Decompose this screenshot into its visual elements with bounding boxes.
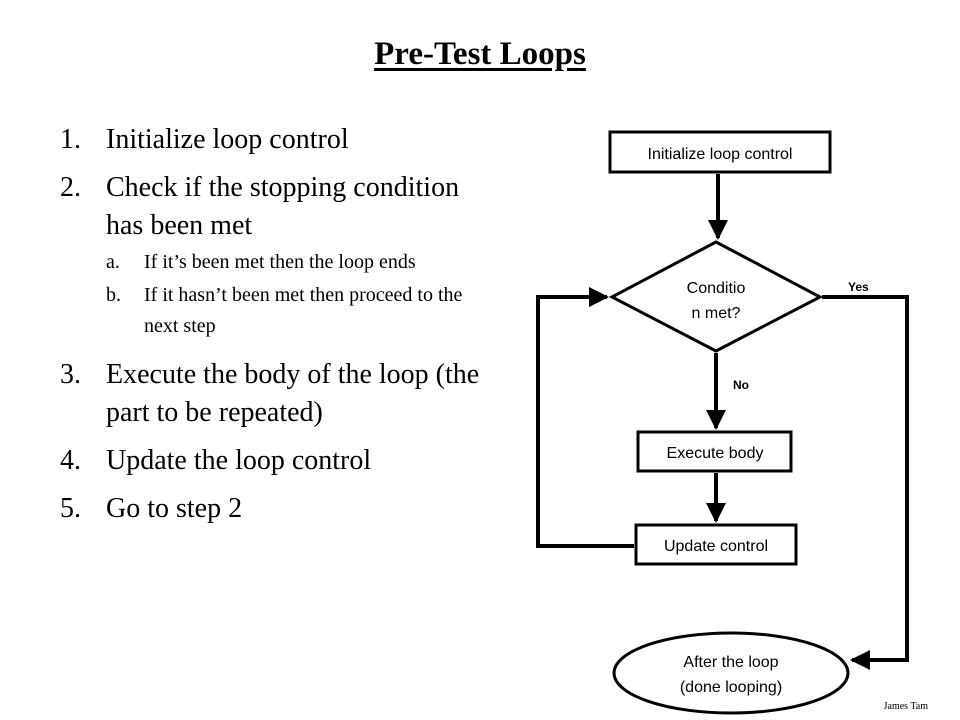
- step-number: 2.: [60, 172, 81, 203]
- substep-item: b. If it hasn’t been met then proceed to…: [106, 280, 500, 342]
- step-item: 3. Execute the body of the loop (the par…: [60, 356, 500, 432]
- substep-number: a.: [106, 251, 120, 273]
- author-footer: James Tam: [883, 701, 928, 712]
- slide-title: Pre-Test Loops: [374, 36, 586, 72]
- step-item: 5. Go to step 2: [60, 490, 500, 528]
- condition-label-line2: n met?: [692, 305, 741, 322]
- condition-node: Conditio n met?: [608, 240, 824, 353]
- init-label: Initialize loop control: [648, 146, 793, 163]
- after-label-line2: (done looping): [680, 679, 782, 696]
- substep-list: a. If it’s been met then the loop ends b…: [106, 247, 500, 342]
- substep-item: a. If it’s been met then the loop ends: [106, 247, 500, 278]
- step-text: Update the loop control: [106, 445, 372, 476]
- edge-condition-yes: [822, 295, 909, 670]
- edge-update-loop-back: [536, 287, 634, 548]
- step-text: Check if the stopping condition has been…: [106, 172, 460, 241]
- init-node: Initialize loop control: [608, 130, 832, 174]
- step-number: 5.: [60, 493, 81, 524]
- step-item: 2. Check if the stopping condition has b…: [60, 169, 500, 346]
- step-item: 4. Update the loop control: [60, 442, 500, 480]
- condition-label-line1: Conditio: [687, 280, 746, 297]
- step-number: 4.: [60, 445, 81, 476]
- step-item: 1. Initialize loop control: [60, 121, 500, 159]
- step-text: Execute the body of the loop (the part t…: [106, 359, 480, 428]
- step-text: Go to step 2: [106, 493, 243, 524]
- update-label: Update control: [664, 538, 768, 555]
- after-label-line1: After the loop: [683, 654, 778, 671]
- step-list: 1. Initialize loop control 2. Check if t…: [60, 121, 500, 538]
- step-number: 1.: [60, 124, 81, 155]
- substep-text: If it hasn’t been met then proceed to th…: [144, 284, 463, 337]
- substep-number: b.: [106, 284, 121, 306]
- step-number: 3.: [60, 359, 81, 390]
- execute-node: Execute body: [636, 430, 793, 473]
- no-label: No: [733, 378, 749, 392]
- after-node: After the loop (done looping): [612, 631, 850, 715]
- execute-label: Execute body: [667, 445, 764, 462]
- yes-label: Yes: [848, 280, 869, 294]
- update-node: Update control: [634, 523, 798, 566]
- substep-text: If it’s been met then the loop ends: [144, 251, 416, 273]
- step-text: Initialize loop control: [106, 124, 349, 155]
